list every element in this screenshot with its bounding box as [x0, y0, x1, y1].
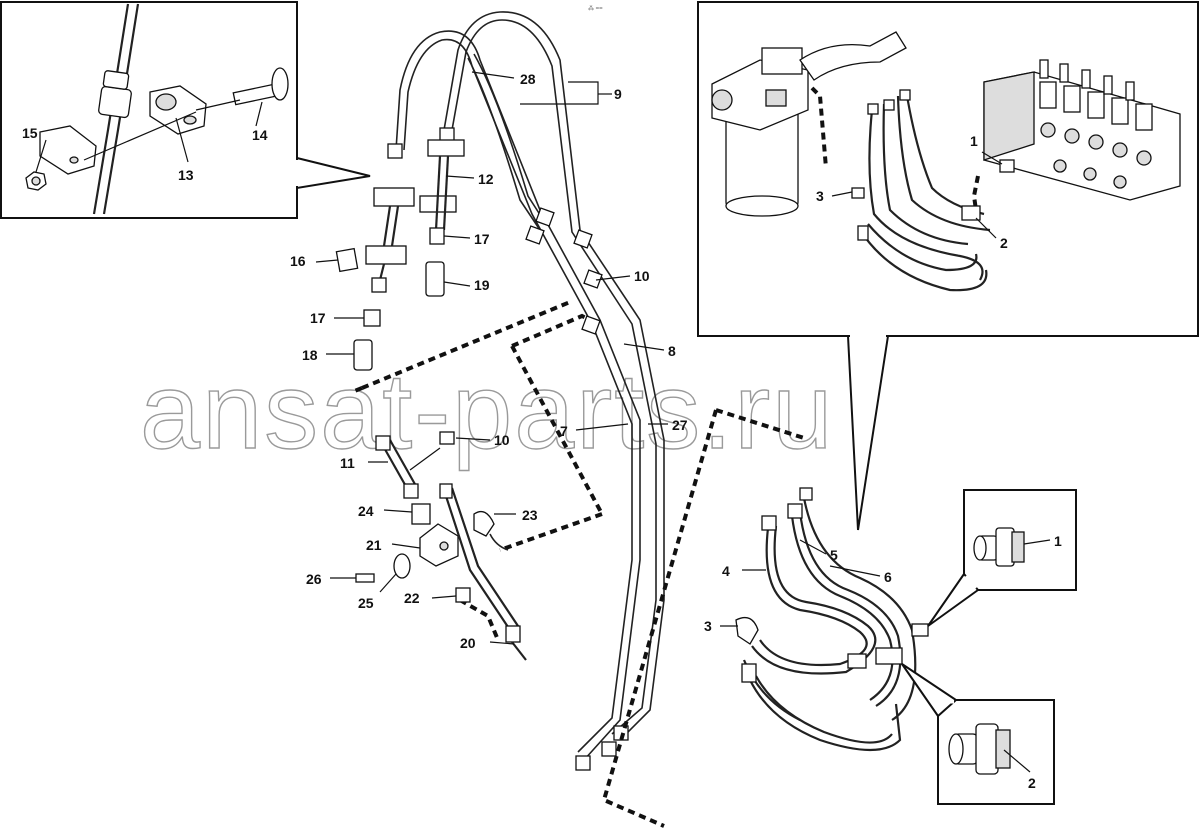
callout-3-upper: 3	[816, 188, 824, 204]
callout-2-upper: 2	[1000, 235, 1008, 251]
callout-7: 7	[560, 423, 568, 439]
callout-10-lower: 10	[494, 432, 510, 448]
tag-16	[335, 247, 359, 273]
callout-6: 6	[884, 569, 892, 585]
callout-17-lower: 17	[310, 310, 326, 326]
callout-12: 12	[478, 171, 494, 187]
adapter-2-lower	[875, 647, 903, 665]
callout-26: 26	[306, 571, 322, 587]
callout-28: 28	[520, 71, 536, 87]
outlet-pipe	[799, 31, 907, 81]
fitting-24	[411, 503, 431, 525]
corner-mark: ⁂ ==	[588, 6, 603, 12]
callout-5: 5	[830, 547, 838, 563]
coupling-17-upper	[429, 227, 445, 245]
clamp-12-upper	[427, 139, 465, 157]
callout-20: 20	[460, 635, 476, 651]
lower-right-hose-bundle	[735, 487, 929, 752]
elbow-23	[473, 510, 495, 537]
callout-10-upper: 10	[634, 268, 650, 284]
callout-18: 18	[302, 347, 318, 363]
clamp-half-lower	[39, 125, 97, 175]
callout-21: 21	[366, 537, 382, 553]
adapter-1-lower	[911, 623, 929, 637]
callout-2-lower: 2	[1028, 775, 1036, 791]
tee-fitting-21	[419, 523, 459, 567]
callout-3-lower: 3	[704, 618, 712, 634]
elbow-3-lower	[735, 616, 759, 645]
coupling-19	[425, 261, 445, 297]
coupling-18	[353, 339, 373, 371]
callout-9: 9	[614, 86, 622, 102]
callout-16: 16	[290, 253, 306, 269]
watermark-text: ansat-parts.ru	[140, 350, 834, 471]
detail-box-1	[927, 489, 1077, 627]
callout-13: 13	[178, 167, 194, 183]
valve-filter-inset	[697, 1, 1199, 531]
callout-19: 19	[474, 277, 490, 293]
main-hose-routing	[335, 11, 805, 828]
clamp-detail-inset	[0, 1, 371, 219]
filter-head	[711, 59, 809, 131]
coupling-17-lower	[363, 309, 381, 327]
callout-labels: 15 13 14 28 9 12 17 19 16 17 18 10 8 7 2…	[22, 71, 1062, 791]
callout-22: 22	[404, 590, 420, 606]
clamp-left-lower	[365, 245, 407, 265]
bolt-26	[355, 573, 375, 583]
callout-1-lower: 1	[1054, 533, 1062, 549]
washer-25	[393, 553, 411, 579]
leader-lines	[35, 71, 1051, 773]
detail-box-2	[901, 663, 1055, 805]
callout-24: 24	[358, 503, 374, 519]
clamp-left-upper	[373, 187, 415, 207]
control-valve-block	[983, 59, 1181, 201]
callout-8: 8	[668, 343, 676, 359]
callout-11: 11	[340, 455, 355, 471]
callout-23: 23	[522, 507, 538, 523]
callout-4: 4	[722, 563, 730, 579]
callout-17-upper: 17	[474, 231, 490, 247]
callout-14: 14	[252, 127, 268, 143]
callout-25: 25	[358, 595, 374, 611]
callout-27: 27	[672, 417, 688, 433]
callout-1-upper: 1	[970, 133, 978, 149]
callout-15: 15	[22, 125, 38, 141]
